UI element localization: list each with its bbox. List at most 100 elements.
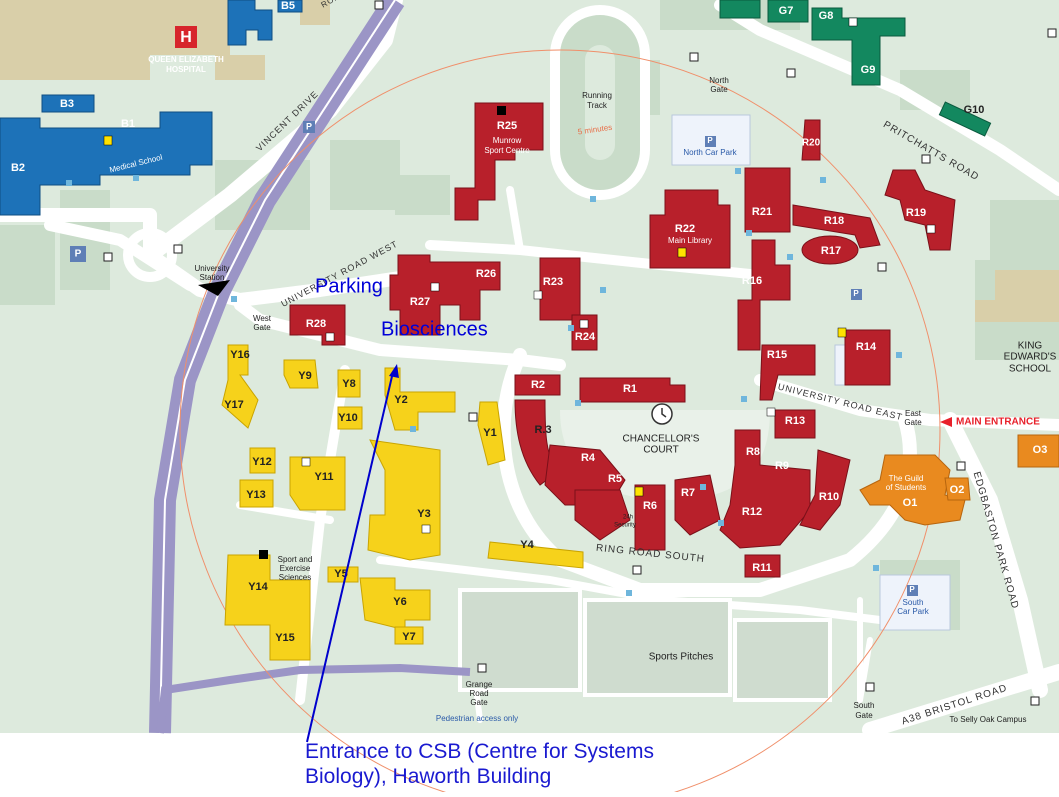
building-y3[interactable]: Y3	[417, 508, 430, 520]
building-r25[interactable]: R25	[497, 120, 517, 132]
building-g10[interactable]: G10	[964, 104, 985, 116]
building-r20[interactable]: R20	[802, 138, 821, 149]
west-gate-line2: Gate	[253, 323, 271, 332]
sport-label-line3: Sciences	[279, 573, 311, 582]
bus-stop-icon	[103, 0, 1057, 706]
building-g7[interactable]: G7	[779, 5, 794, 17]
building-r13[interactable]: R13	[785, 415, 805, 427]
svg-text:P: P	[306, 121, 312, 131]
building-y9[interactable]: Y9	[298, 370, 311, 382]
orange-zone-buildings	[859, 434, 1059, 526]
king-edwards-line2: EDWARD'S	[1004, 352, 1057, 363]
svg-text:P: P	[707, 136, 713, 145]
building-r14[interactable]: R14	[856, 341, 877, 353]
hospital-name-line2: HOSPITAL	[166, 65, 206, 74]
building-r11[interactable]: R11	[752, 562, 772, 574]
grange-road-gate-line3: Gate	[470, 698, 488, 707]
building-b1[interactable]: B1	[121, 118, 135, 130]
building-g8[interactable]: G8	[819, 10, 834, 22]
building-y17[interactable]: Y17	[224, 399, 244, 411]
king-edwards-building	[975, 270, 1059, 322]
building-r10[interactable]: R10	[819, 491, 839, 503]
building-y12[interactable]: Y12	[252, 456, 272, 468]
building-y11[interactable]: Y11	[315, 471, 334, 483]
building-y6[interactable]: Y6	[393, 596, 406, 608]
biosciences-annotation: Biosciences	[381, 318, 488, 340]
building-r28[interactable]: R28	[306, 318, 326, 330]
building-r26[interactable]: R26	[476, 268, 496, 280]
caption-area	[0, 733, 1059, 792]
building-r2[interactable]: R2	[531, 379, 545, 391]
north-car-park-label: North Car Park	[683, 148, 737, 157]
building-y4[interactable]: Y4	[520, 539, 534, 551]
building-g9[interactable]: G9	[861, 64, 876, 76]
building-o2[interactable]: O2	[950, 484, 965, 496]
building-y1[interactable]: Y1	[483, 427, 496, 439]
building-y16[interactable]: Y16	[230, 349, 250, 361]
building-r24[interactable]: R24	[575, 331, 596, 343]
building-y13[interactable]: Y13	[246, 489, 266, 501]
building-y8[interactable]: Y8	[342, 378, 355, 390]
building-r3[interactable]: R.3	[534, 424, 551, 436]
running-track-line1: Running	[582, 91, 612, 100]
building-r18[interactable]: R18	[824, 215, 844, 227]
building-y15[interactable]: Y15	[275, 632, 295, 644]
red-zone-buildings	[289, 102, 956, 578]
building-r27[interactable]: R27	[410, 296, 430, 308]
parking-icon[interactable]: P	[303, 121, 315, 133]
building-y7[interactable]: Y7	[402, 631, 415, 643]
building-b2[interactable]: B2	[11, 162, 25, 174]
building-y14[interactable]: Y14	[248, 581, 268, 593]
parking-icon[interactable]: P	[907, 585, 918, 596]
building-r9[interactable]: R9	[775, 460, 789, 472]
building-y2[interactable]: Y2	[394, 394, 407, 406]
svg-text:P: P	[853, 289, 859, 298]
building-r15[interactable]: R15	[767, 349, 787, 361]
building-r23[interactable]: R23	[543, 276, 563, 288]
munrow-label-line1: Munrow	[493, 136, 522, 145]
building-r7[interactable]: R7	[681, 487, 695, 499]
building-o3[interactable]: O3	[1033, 444, 1048, 456]
sports-pitches	[458, 588, 832, 702]
parking-icon[interactable]: P	[70, 246, 86, 262]
parking-icon[interactable]: P	[851, 289, 862, 300]
building-b5[interactable]: B5	[281, 0, 295, 12]
building-r4[interactable]: R4	[581, 452, 596, 464]
building-r5[interactable]: R5	[608, 473, 622, 485]
south-gate-line2: Gate	[855, 711, 873, 720]
grange-road-gate-line2: Road	[469, 689, 488, 698]
south-gate-line1: South	[854, 701, 875, 710]
station-marker	[198, 280, 230, 296]
parking-icon[interactable]: P	[705, 136, 716, 147]
svg-text:P: P	[909, 585, 915, 594]
building-o1[interactable]: O1	[903, 497, 918, 509]
west-gate-line1: West	[253, 314, 272, 323]
caption-line2: Biology), Haworth Building	[305, 765, 551, 788]
building-r6[interactable]: R6	[643, 500, 657, 512]
building-r22[interactable]: R22	[675, 223, 695, 235]
sport-label-line1: Sport and	[278, 555, 313, 564]
university-station-line1: University	[194, 264, 229, 273]
building-r12[interactable]: R12	[742, 506, 762, 518]
chancellors-court-line1: CHANCELLOR'S	[623, 434, 700, 445]
security-label-line2: Security	[614, 523, 636, 529]
green-zone-buildings	[719, 0, 992, 137]
hospital-name-line1: QUEEN ELIZABETH	[148, 55, 224, 64]
south-car-park-line2: Car Park	[897, 607, 930, 616]
first-aid-icon	[259, 106, 506, 559]
building-r8[interactable]: R8	[746, 446, 760, 458]
running-track	[550, 5, 650, 200]
walking-radius-circle	[179, 49, 941, 797]
svg-text:P: P	[75, 249, 82, 260]
building-r17[interactable]: R17	[821, 245, 841, 257]
guild-label-line2: of Students	[886, 483, 926, 492]
south-car-park-line1: South	[903, 598, 924, 607]
building-r16[interactable]: R16	[742, 275, 762, 287]
building-r21[interactable]: R21	[752, 206, 772, 218]
university-station-line2: Station	[200, 273, 225, 282]
building-b3[interactable]: B3	[60, 98, 74, 110]
building-y10[interactable]: Y10	[338, 412, 358, 424]
building-r19[interactable]: R19	[906, 207, 926, 219]
building-r1[interactable]: R1	[623, 383, 637, 395]
